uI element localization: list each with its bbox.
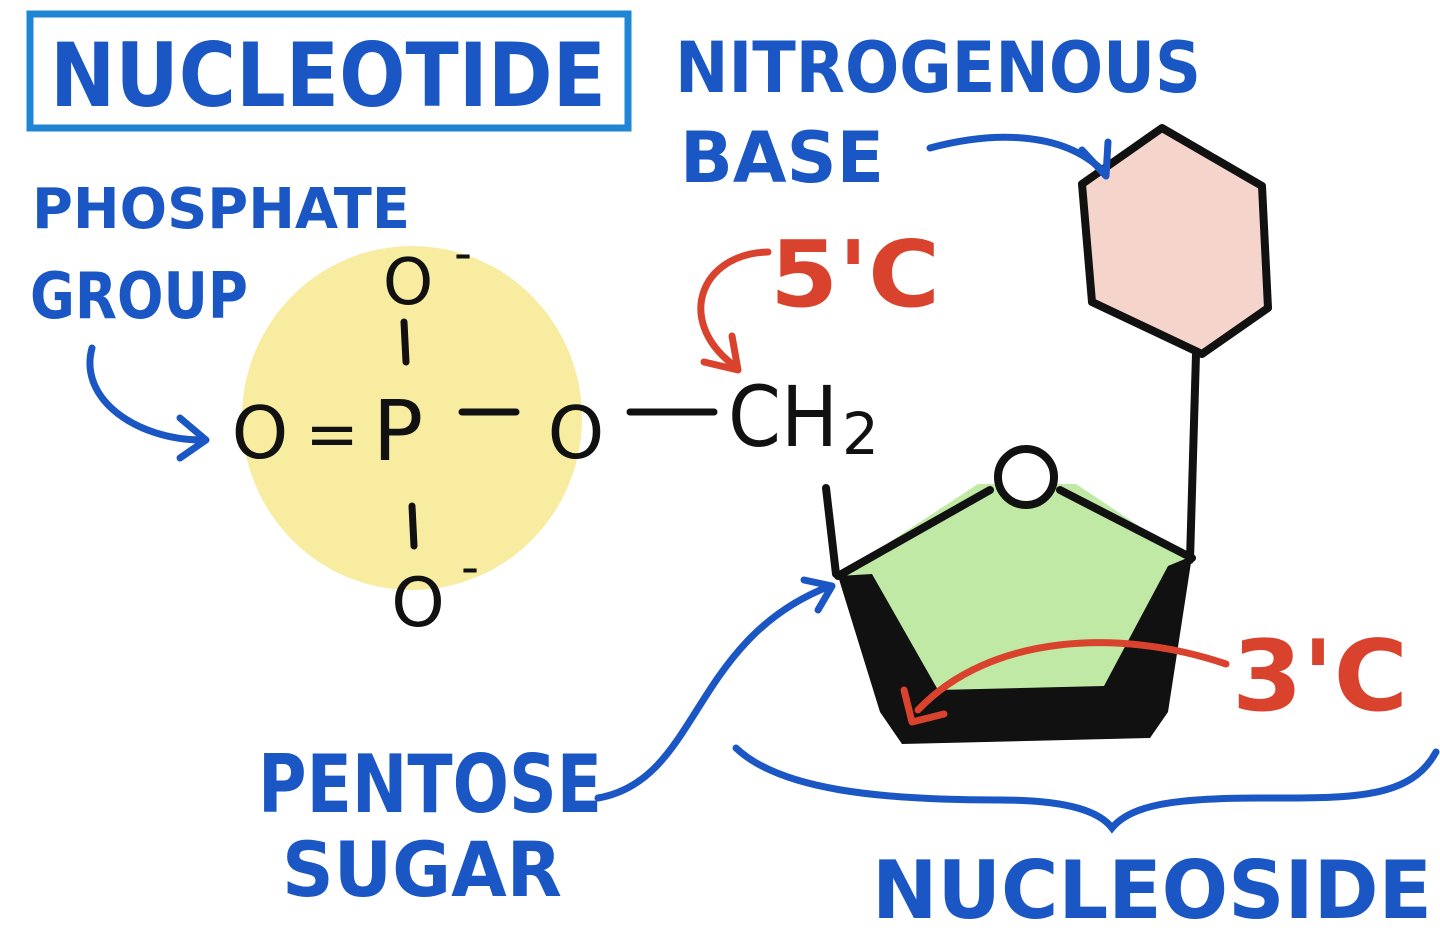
bond-c4-o <box>834 486 994 580</box>
sugar-ring-lines <box>822 484 1196 580</box>
sugar-ring-fill <box>838 484 1190 690</box>
label-group: GROUP <box>30 260 248 334</box>
minus-bottom: - <box>461 538 479 596</box>
label-sugar: SUGAR <box>282 825 562 914</box>
label-base: BASE <box>680 117 884 199</box>
arrow-to-base-head <box>1078 138 1112 180</box>
ch2-group: CH 2 <box>728 368 879 468</box>
arrow-to-sugar <box>594 582 834 802</box>
phosphate-bonds <box>400 318 718 550</box>
nucleoside-brace <box>732 744 1440 834</box>
ring-oxygen <box>994 445 1058 509</box>
phosphate-highlight <box>242 246 582 590</box>
label-nitrogenous: NITROGENOUS <box>675 27 1201 109</box>
oxygen-top: O <box>383 246 433 320</box>
bond-p-top <box>400 318 410 366</box>
label-phosphate: PHOSPHATE <box>32 177 410 242</box>
oxygen-left: O <box>232 391 289 475</box>
arrow-5c-head <box>700 332 742 374</box>
arrow-to-base <box>926 133 1106 174</box>
phosphorus: P <box>373 382 424 480</box>
arrow-3c <box>914 639 1230 714</box>
title-nucleotide: NUCLEOTIDE <box>50 24 606 127</box>
phosphate-group: O - O = P O O - <box>232 224 605 643</box>
ch2-label: CH <box>728 368 838 466</box>
bond-p-bottom <box>408 502 418 550</box>
label-3c: 3'C <box>1232 620 1408 734</box>
arrow-to-phosphate-head <box>176 414 210 462</box>
minus-top: - <box>454 224 472 282</box>
title-box <box>26 10 632 132</box>
double-bond: = <box>305 398 359 472</box>
ch2-subscript: 2 <box>842 400 879 468</box>
label-nucleoside: NUCLEOSIDE <box>872 844 1432 934</box>
label-pentose: PENTOSE <box>258 738 602 831</box>
bond-c5-c4 <box>822 484 840 578</box>
oxygen-right: O <box>548 391 605 475</box>
bond-base-sugar <box>1186 350 1200 564</box>
arrow-3c-head <box>900 686 948 726</box>
bond-o-c1 <box>1056 486 1196 562</box>
oxygen-bottom: O <box>391 564 445 643</box>
arrow-to-phosphate <box>86 344 206 444</box>
arrow-5c <box>697 248 772 368</box>
arrow-to-sugar-head <box>800 576 836 614</box>
label-5c: 5'C <box>770 221 940 328</box>
base-hexagon <box>1078 124 1272 358</box>
